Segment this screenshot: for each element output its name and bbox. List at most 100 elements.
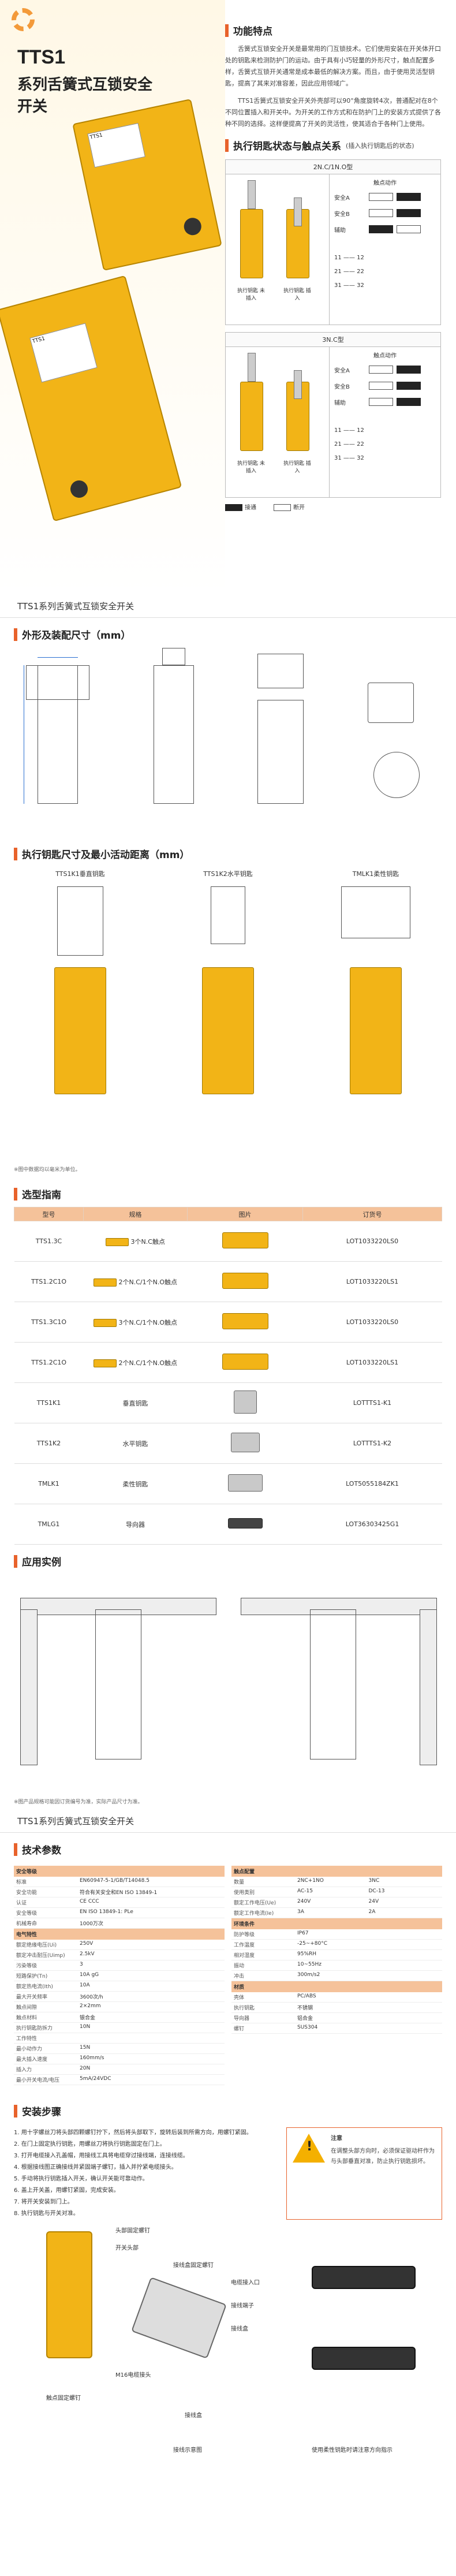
drawing-front: [14, 647, 112, 815]
product-thumbnail: [230, 1433, 260, 1452]
key-state-illustration: 执行钥匙 未插入 执行钥匙 插入: [226, 347, 330, 497]
selection-table: 型号 规格 图片 订货号 TTS1.3C 3个N.C触点 LOT1033220L…: [14, 1207, 442, 1545]
contact-diagram-2nc1no: 2N.C/1N.O型 执行钥匙 未插入 执行钥匙 插入 触点动作 安全A 安全B: [225, 159, 441, 325]
install-diagram: 头部固定螺钉 开关头部 接线盒固定螺钉 电缆接入口 接线端子 接线盒 M16电缆…: [0, 2220, 456, 2462]
install-step: 7. 将开关安装到门上。: [14, 2199, 73, 2205]
product-thumbnail: [233, 1390, 257, 1414]
dimensions-section: 外形及装配尺寸（mm）: [0, 618, 456, 837]
table-row: TTS1.3C1O 3个N.C/1个N.O触点 LOT1033220LS0: [14, 1302, 442, 1343]
table-row: TTS1K2 水平钥匙 LOTTTS1-K2: [14, 1423, 442, 1464]
warning-box: ! 注意 在调整头部方向时，必须保证驱动杆作为与头部垂直对准，防止执行钥匙损坏。: [286, 2127, 442, 2220]
callout-box-screw: 接线盒固定螺钉: [173, 2262, 214, 2269]
callout-m16: M16电缆接头: [115, 2372, 151, 2379]
keys-section: 执行钥匙尺寸及最小活动距离（mm） TTS1K1垂直钥匙 TTS1K2水平钥匙 …: [0, 837, 456, 1161]
application-section: 应用实例: [0, 1545, 456, 1793]
key-type-vertical: TTS1K1垂直钥匙: [14, 867, 147, 1094]
param-group-header: 电气特性: [14, 1929, 225, 1940]
drawing-side: [141, 647, 211, 815]
contact-action: 触点动作 安全A 安全B 辅助 11 —— 12 21 —— 22 31 —— …: [330, 347, 440, 497]
mount-hole: [68, 478, 90, 500]
product-thumbnail: [227, 1518, 263, 1529]
product-label: TTS1: [87, 122, 145, 168]
table-row: TTS1.2C1O 2个N.C/1个N.O触点 LOT1033220LS1: [14, 1342, 442, 1383]
features-paragraph-2: TTS1舌簧式互锁安全开关外壳部可以90°角度旋转4次，普通配对在8个不同位置插…: [225, 97, 441, 128]
product-title: TTS1: [17, 46, 66, 68]
install-step: 1. 用十字螺丝刀将头部四颗螺钉拧下，然后将头部取下，旋转后装到所需方向，用螺钉…: [14, 2130, 252, 2136]
install-step: 8. 执行钥匙与开关对准。: [14, 2210, 79, 2217]
install-step: 4. 根据接线图正确接线并紧固端子螺钉，插入并拧紧电缆接头。: [14, 2164, 177, 2171]
product-image-switch: TTS1: [72, 99, 222, 271]
callout-head-screw: 头部固定螺钉: [115, 2228, 150, 2234]
contact-heading: 执行钥匙状态与触点关系 (插入执行钥匙后的状态): [225, 138, 441, 152]
features-paragraph-1: 舌簧式互锁安全开关是最常用的门互锁技术。它们使用安装在开关体开口处的钥匙来检测防…: [225, 45, 441, 87]
param-row: 额定热电流(Ith)10A: [14, 1981, 225, 1992]
application-drawing-1: [14, 1574, 222, 1770]
table-row: TMLK1 柔性钥匙 LOT5055184ZK1: [14, 1463, 442, 1504]
install-step: 2. 在门上固定执行钥匙，用螺丝刀将执行钥匙固定在门上。: [14, 2141, 166, 2148]
param-group-header: 安全等级: [14, 1866, 225, 1877]
callout-switch-head: 开关头部: [115, 2245, 139, 2251]
key-type-horizontal: TTS1K2水平钥匙: [162, 867, 294, 1094]
install-steps: 1. 用十字螺丝刀将头部四颗螺钉拧下，然后将头部取下，旋转后装到所需方向，用螺钉…: [0, 2127, 456, 2220]
drawing-key: [240, 647, 320, 815]
gear-logo-icon: [12, 8, 35, 31]
contact-diagram-3nc: 3N.C型 执行钥匙 未插入 执行钥匙 插入 触点动作 安全A 安全B: [225, 332, 441, 498]
install-step: 3. 打开电缆接入孔盖帽，用接线工具将电缆穿过接线端，连接线缆。: [14, 2153, 189, 2159]
table-row: TTS1.2C1O 2个N.C/1个N.O触点 LOT1033220LS1: [14, 1261, 442, 1302]
param-row: 短路保护(Tn)10A gG: [14, 1971, 225, 1981]
series-band-1: TTS1系列舌簧式互锁安全开关: [0, 595, 456, 618]
param-row: 工作特性: [14, 2033, 225, 2044]
table-row: TTS1K1 垂直钥匙 LOTTTS1-K1: [14, 1382, 442, 1423]
product-thumbnail: [222, 1273, 268, 1289]
install-step: 5. 手动将执行钥匙插入开关，确认开关能可靠动作。: [14, 2176, 148, 2182]
install-step: 6. 盖上开关盖，用螺钉紧固，完成安装。: [14, 2187, 119, 2194]
contact-legend: 接通 断开: [225, 502, 441, 511]
warning-icon: !: [293, 2134, 325, 2163]
cable-end-2: [312, 2347, 416, 2370]
install-section: 安装步骤: [0, 2094, 456, 2127]
unit-note: ※图中数据均以毫米为单位。: [14, 1167, 81, 1173]
key-state-illustration: 执行钥匙 未插入 执行钥匙 插入: [226, 174, 330, 325]
product-thumbnail: [222, 1232, 268, 1248]
application-note: ※图产品规格可能因订货编号为准，实际产品尺寸为准。: [14, 1799, 143, 1805]
param-row: 额定冲击耐压(Uimp)2.5kV: [14, 1950, 225, 1960]
selection-section: 选型指南: [0, 1177, 456, 1201]
callout-cable-entry: 电缆接入口: [231, 2280, 260, 2286]
table-row: TMLG1 导向器 LOT36303425G1: [14, 1504, 442, 1545]
hero-features: 功能特点 舌簧式互锁安全开关是最常用的门互锁技术。它们使用安装在开关体开口处的钥…: [225, 0, 456, 595]
param-group-header: 触点配置: [231, 1866, 442, 1877]
param-group-header: 材质: [231, 1981, 442, 1992]
callout-box-2: 接线盒: [185, 2413, 202, 2419]
mount-hole: [182, 216, 203, 237]
product-label: TTS1: [29, 323, 98, 383]
dimension-drawings: [14, 647, 442, 815]
series-band-2: TTS1系列舌簧式互锁安全开关: [0, 1810, 456, 1833]
callout-contact-screw: 触点固定螺钉: [46, 2395, 81, 2402]
param-row: 导向器铝合金: [231, 2013, 442, 2023]
product-image-switch-2: TTS1: [0, 275, 182, 522]
